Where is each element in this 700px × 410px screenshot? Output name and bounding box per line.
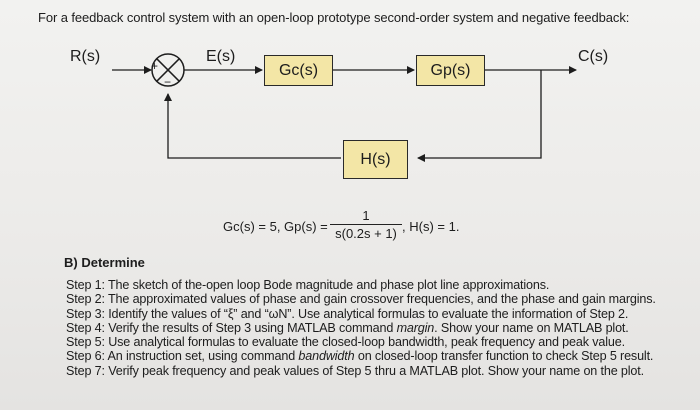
step-item: Step 1: The sketch of the-open loop Bode… bbox=[66, 278, 550, 292]
feedback-label: H(s) bbox=[360, 150, 391, 168]
error-signal-label: E(s) bbox=[206, 48, 236, 65]
step-item: Step 5: Use analytical formulas to evalu… bbox=[66, 335, 625, 350]
section-heading: B) Determine bbox=[64, 255, 145, 270]
controller-block: Gc(s) bbox=[264, 55, 333, 86]
plant-block: Gp(s) bbox=[416, 55, 485, 86]
controller-label: Gc(s) bbox=[278, 61, 319, 79]
input-signal-label: R(s) bbox=[70, 48, 101, 65]
output-signal-label: C(s) bbox=[578, 48, 609, 65]
feedback-path-right bbox=[417, 70, 542, 162]
equation-right: , H(s) = 1. bbox=[402, 219, 460, 234]
matlab-command-margin: margin bbox=[396, 320, 435, 335]
step-item: Step 7: Verify peak frequency and peak v… bbox=[66, 363, 644, 378]
plus-sign: + bbox=[151, 59, 159, 73]
step-item: Step 6: An instruction set, using comman… bbox=[66, 349, 654, 364]
step-item: Step 3: Identify the values of “ξ” and “… bbox=[66, 306, 629, 321]
plant-label: Gp(s) bbox=[430, 61, 471, 79]
equation-fraction: 1 s(0.2s + 1) bbox=[330, 208, 402, 241]
step-item: Step 4: Verify the results of Step 3 usi… bbox=[66, 320, 629, 335]
step-item: Step 2: The approximated values of phase… bbox=[66, 292, 656, 307]
equation-denominator: s(0.2s + 1) bbox=[330, 224, 402, 241]
problem-intro: For a feedback control system with an op… bbox=[38, 10, 630, 25]
feedback-block: H(s) bbox=[343, 140, 408, 179]
equation-numerator: 1 bbox=[362, 208, 370, 223]
steps-list: Step 1: The sketch of the-open loop Bode… bbox=[66, 278, 656, 378]
matlab-command-bandwidth: bandwidth bbox=[298, 349, 355, 364]
minus-sign: − bbox=[164, 75, 172, 89]
equation-left: Gc(s) = 5, Gp(s) = bbox=[223, 219, 328, 234]
feedback-path-left bbox=[164, 93, 341, 159]
